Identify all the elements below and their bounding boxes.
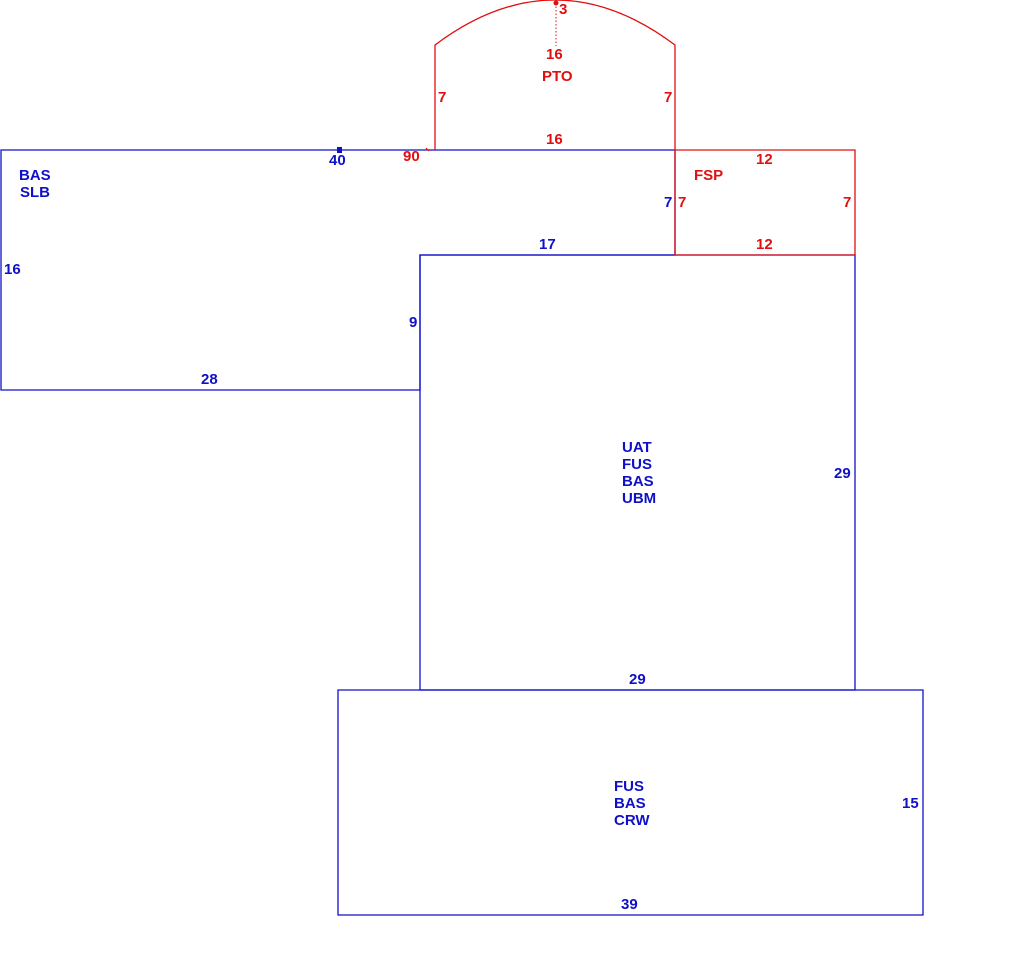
area-pto <box>425 0 676 152</box>
area-fsp <box>674 149 856 256</box>
area-code: BAS <box>19 167 51 184</box>
area-code: SLB <box>20 184 50 201</box>
area-label-pto: PTO <box>542 68 573 85</box>
dim-bas-slb-inner-top: 17 <box>539 236 556 253</box>
pto-angle-marker <box>425 147 430 152</box>
area-label-fsp: FSP <box>694 167 723 184</box>
bas-slb-anchor-marker <box>337 147 342 153</box>
dim-fsp-bottom: 12 <box>756 236 773 253</box>
dim-fsp-top: 12 <box>756 151 773 168</box>
dim-pto-arc-height: 3 <box>559 1 567 18</box>
crw-outline <box>337 689 924 916</box>
dim-bas-slb-inner-right: 7 <box>664 194 672 211</box>
dim-pto-right: 7 <box>664 89 672 106</box>
pto-arc-point <box>553 0 559 6</box>
area-code: BAS <box>614 795 646 812</box>
dim-pto-left: 7 <box>438 89 446 106</box>
dim-pto-base: 16 <box>546 131 563 148</box>
fsp-outline <box>674 149 856 256</box>
area-bas-slb <box>0 147 676 391</box>
dim-crw-bottom: 39 <box>621 896 638 913</box>
area-label-bas-slb: BAS SLB <box>19 167 55 201</box>
dim-bas-slb-left: 16 <box>4 261 21 278</box>
dim-pto-chord: 16 <box>546 46 563 63</box>
area-code: FUS <box>622 456 652 473</box>
dim-uat-right: 29 <box>834 465 851 482</box>
dim-crw-right: 15 <box>902 795 919 812</box>
dim-bas-slb-notch: 9 <box>409 314 417 331</box>
area-code: UBM <box>622 490 656 507</box>
area-code: BAS <box>622 473 654 490</box>
area-label-crw: FUS BAS CRW <box>614 778 650 829</box>
dim-fsp-right: 7 <box>843 194 851 211</box>
bas-slb-outline <box>0 149 676 391</box>
pto-outline <box>434 0 676 150</box>
dim-bas-slb-bottom: 28 <box>201 371 218 388</box>
dim-uat-bottom: 29 <box>629 671 646 688</box>
area-crw <box>337 689 924 916</box>
dim-bas-slb-top: 40 <box>329 152 346 169</box>
area-code: CRW <box>614 812 650 829</box>
area-code: UAT <box>622 439 652 456</box>
area-label-uat: UAT FUS BAS UBM <box>622 439 658 507</box>
dim-fsp-left: 7 <box>678 194 686 211</box>
dim-pto-angle: 90 <box>403 148 420 165</box>
area-code: FUS <box>614 778 644 795</box>
